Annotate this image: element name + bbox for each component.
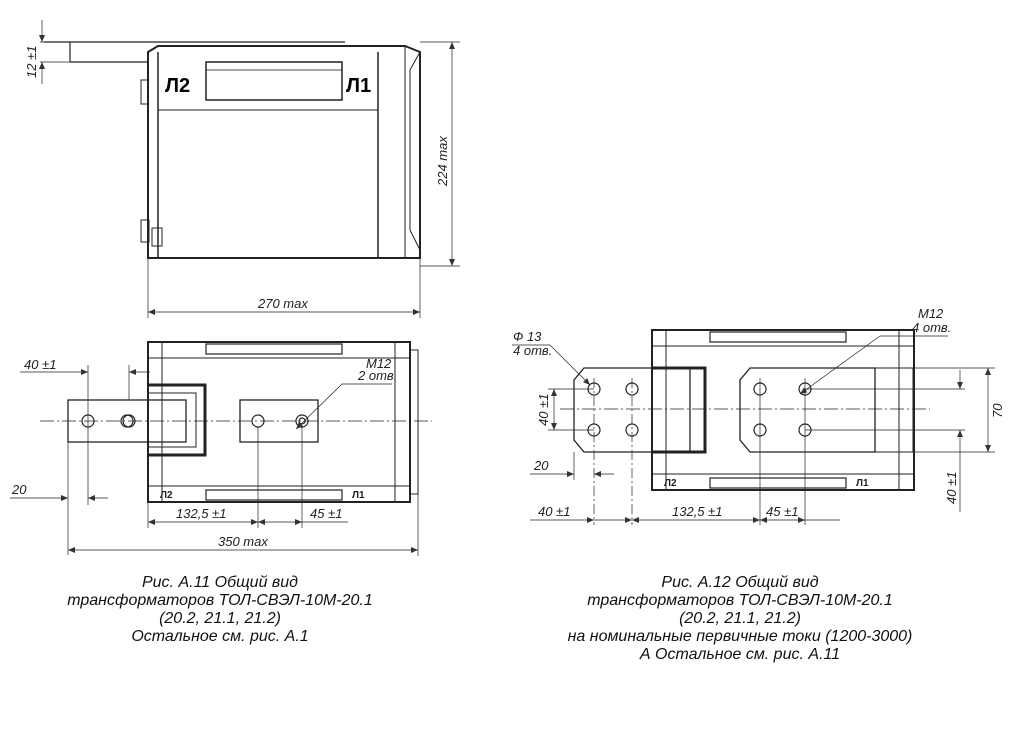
small-l2-label: Л2: [160, 490, 173, 501]
m12-holes-label-2: 4 отв.: [912, 320, 951, 335]
dim-224: 224 max: [435, 136, 450, 187]
m12-holes-label: 2 отв.: [357, 368, 397, 383]
label-l2: Л2: [165, 75, 190, 97]
dim-350: 350 max: [218, 534, 268, 549]
dim-45-fig12: 45 ±1: [766, 504, 798, 519]
phi13-label: Ф 13: [513, 329, 542, 344]
dim-40: 40 ±1: [24, 357, 56, 372]
fig12-top-view: [512, 329, 995, 525]
caption-line: Рис. А.11 Общий вид: [141, 574, 299, 591]
fig11-caption: Рис. А.11 Общий вид трансформаторов ТОЛ-…: [10, 574, 430, 646]
caption-line: Остальное см. рис. А.1: [131, 628, 309, 645]
fig11-top-view: [10, 341, 432, 556]
dim-12: 12 ±1: [24, 46, 39, 78]
dim-20-fig12: 20: [533, 458, 549, 473]
caption-line: трансформаторов ТОЛ-СВЭЛ-10М-20.1: [587, 592, 893, 609]
caption-line: трансформаторов ТОЛ-СВЭЛ-10М-20.1: [67, 592, 373, 609]
m12-label-2: M12: [918, 306, 944, 321]
dim-20: 20: [11, 482, 27, 497]
caption-line: (20.2, 21.1, 21.2): [159, 610, 281, 627]
small-l1-label-2: Л1: [856, 478, 869, 489]
caption-line: на номинальные первичные токи (1200-3000…: [567, 628, 913, 645]
caption-line: А Остальное см. рис. А.11: [639, 646, 841, 663]
label-l1: Л1: [346, 75, 371, 97]
dim-270: 270 max: [257, 296, 308, 311]
dim-132-5: 132,5 ±1: [176, 506, 227, 521]
caption-line: (20.2, 21.1, 21.2): [679, 610, 801, 627]
m12-label: M12: [366, 356, 392, 371]
fig11-front-view: [39, 20, 460, 318]
caption-line: Рис. А.12 Общий вид: [661, 574, 819, 591]
dim-132-5-fig12: 132,5 ±1: [672, 504, 723, 519]
dim-40-vertical: 40 ±1: [536, 394, 551, 426]
dim-45: 45 ±1: [310, 506, 342, 521]
dim-40-right: 40 ±1: [944, 472, 959, 504]
small-l2-label-2: Л2: [664, 478, 677, 489]
small-l1-label: Л1: [352, 490, 365, 501]
dim-40-bottom: 40 ±1: [538, 504, 570, 519]
phi13-holes-label: 4 отв.: [513, 343, 552, 358]
fig12-caption: Рис. А.12 Общий вид трансформаторов ТОЛ-…: [530, 574, 950, 664]
dim-70: 70: [990, 403, 1005, 418]
